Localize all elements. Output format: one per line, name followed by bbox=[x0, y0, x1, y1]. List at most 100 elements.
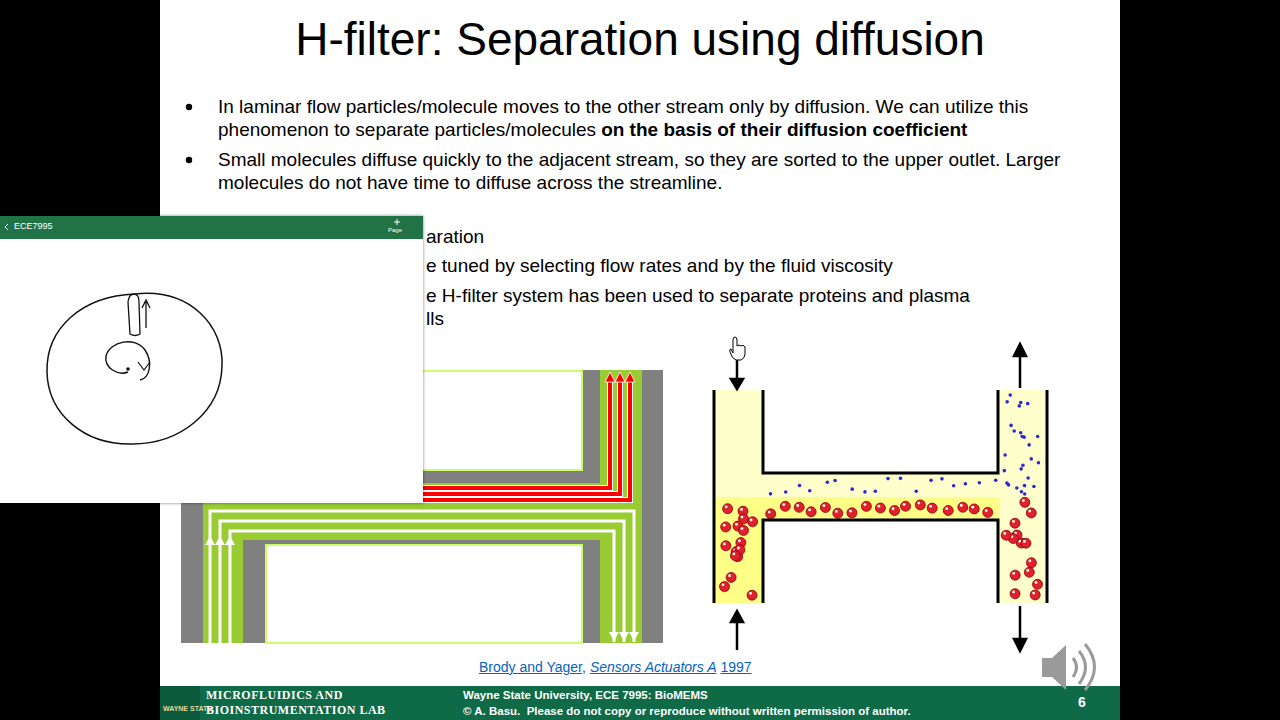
arrowhead bbox=[629, 632, 639, 641]
cell-highlight bbox=[1012, 572, 1015, 575]
window-title-bar: ECE7995Page bbox=[0, 216, 423, 239]
cell bbox=[726, 572, 736, 582]
cell bbox=[1030, 590, 1040, 600]
bullet-item: In laminar flow particles/molecule moves… bbox=[218, 95, 1078, 141]
cell bbox=[820, 503, 830, 513]
molecule-dot bbox=[850, 487, 854, 491]
molecule-dot bbox=[1036, 435, 1040, 439]
bullet-item: Small molecules diffuse quickly to the a… bbox=[218, 148, 1078, 194]
copyright-line: © A. Basu. Please do not copy or reprodu… bbox=[463, 705, 911, 717]
lab-name: BIOINSTRUMENTATION LAB bbox=[206, 703, 386, 718]
cell-highlight bbox=[903, 503, 906, 506]
cell bbox=[780, 501, 790, 511]
arrowhead bbox=[615, 372, 625, 382]
cell bbox=[1026, 558, 1036, 568]
cell-highlight bbox=[1035, 581, 1038, 584]
streamline bbox=[230, 531, 614, 643]
reference-authors: Brody and Yager, bbox=[479, 659, 586, 675]
molecule-dot bbox=[1009, 424, 1013, 428]
arrowhead bbox=[215, 536, 225, 545]
cell-highlight bbox=[1026, 569, 1029, 572]
molecule-dot bbox=[769, 492, 773, 496]
cell bbox=[739, 514, 749, 524]
molecule-dot bbox=[1008, 393, 1012, 397]
hand-sketch bbox=[0, 216, 423, 503]
arrowhead bbox=[205, 536, 215, 545]
molecule-dot bbox=[1003, 453, 1007, 457]
streamline bbox=[210, 511, 634, 643]
h-filter-diagram bbox=[714, 337, 1047, 651]
cell bbox=[847, 508, 857, 518]
cell bbox=[927, 503, 937, 513]
arrowhead bbox=[619, 632, 629, 641]
molecule-dot bbox=[964, 482, 968, 486]
molecule-dot bbox=[1003, 469, 1007, 473]
molecule-dot bbox=[994, 478, 998, 482]
cell bbox=[738, 525, 748, 535]
molecule-dot bbox=[1027, 443, 1031, 447]
cell-highlight bbox=[733, 553, 736, 556]
cell-highlight bbox=[723, 543, 726, 546]
cell-highlight bbox=[808, 509, 811, 512]
notes-window: ECE7995Page bbox=[0, 216, 423, 503]
cell-highlight bbox=[741, 516, 744, 519]
molecule-dot bbox=[899, 477, 903, 481]
cell-highlight bbox=[835, 510, 838, 513]
molecule-dot bbox=[1037, 461, 1041, 465]
cell-highlight bbox=[722, 583, 725, 586]
cell-highlight bbox=[738, 539, 741, 542]
cell bbox=[861, 501, 871, 511]
molecule-dot bbox=[1026, 402, 1030, 406]
university-logo: WAYNE STATE bbox=[163, 705, 212, 712]
cell bbox=[1026, 508, 1036, 518]
molecule-dot bbox=[1021, 463, 1025, 467]
molecule-dot bbox=[1023, 492, 1027, 496]
molecule-dot bbox=[1029, 457, 1033, 461]
cell bbox=[747, 590, 757, 600]
cell-highlight bbox=[741, 527, 744, 530]
cell bbox=[875, 503, 885, 513]
cell bbox=[969, 504, 979, 514]
cell-highlight bbox=[878, 505, 881, 508]
cell bbox=[943, 505, 953, 515]
window-title: ECE7995 bbox=[14, 221, 53, 231]
cell-highlight bbox=[768, 511, 771, 514]
molecule-dot bbox=[1020, 490, 1024, 494]
molecule-dot bbox=[940, 477, 944, 481]
molecule-dot bbox=[1018, 404, 1022, 408]
cell-highlight bbox=[725, 506, 728, 509]
cell-highlight bbox=[1012, 591, 1015, 594]
cell-highlight bbox=[929, 505, 932, 508]
cell-highlight bbox=[1028, 510, 1031, 513]
molecule-dot bbox=[808, 489, 812, 493]
cell-highlight bbox=[892, 507, 895, 510]
bullet-dot bbox=[186, 157, 192, 163]
bullet-fragment: aration bbox=[426, 225, 484, 248]
arrowhead bbox=[605, 372, 615, 382]
molecule-dot bbox=[1019, 431, 1023, 435]
cell bbox=[1001, 530, 1011, 540]
molecule-dot bbox=[1019, 401, 1023, 405]
reference-journal: Sensors Actuators A bbox=[590, 659, 717, 675]
bullet-list: In laminar flow particles/molecule moves… bbox=[218, 95, 1078, 194]
reference-link: Brody and Yager,Sensors Actuators A1997 bbox=[479, 659, 752, 675]
arrowhead bbox=[609, 632, 619, 641]
arrowhead bbox=[625, 372, 635, 382]
cell bbox=[1010, 570, 1020, 580]
course-line: Wayne State University, ECE 7995: BioMEM… bbox=[463, 689, 708, 701]
cell bbox=[983, 507, 993, 517]
cell-highlight bbox=[823, 504, 826, 507]
bullet-emphasis: on the basis of their diffusion coeffici… bbox=[601, 119, 967, 140]
cell bbox=[806, 507, 816, 517]
cell bbox=[1010, 589, 1020, 599]
speaker-icon bbox=[1042, 644, 1095, 690]
molecule-dot bbox=[1005, 400, 1009, 404]
cell-highlight bbox=[1003, 532, 1006, 535]
page-number: 6 bbox=[1078, 694, 1086, 710]
molecule-dot bbox=[1022, 435, 1026, 439]
molecule-dot bbox=[1015, 486, 1019, 490]
molecule-dot bbox=[1023, 484, 1027, 488]
molecule-dot bbox=[874, 489, 878, 493]
molecule-dot bbox=[1012, 429, 1016, 433]
cell bbox=[1020, 497, 1030, 507]
